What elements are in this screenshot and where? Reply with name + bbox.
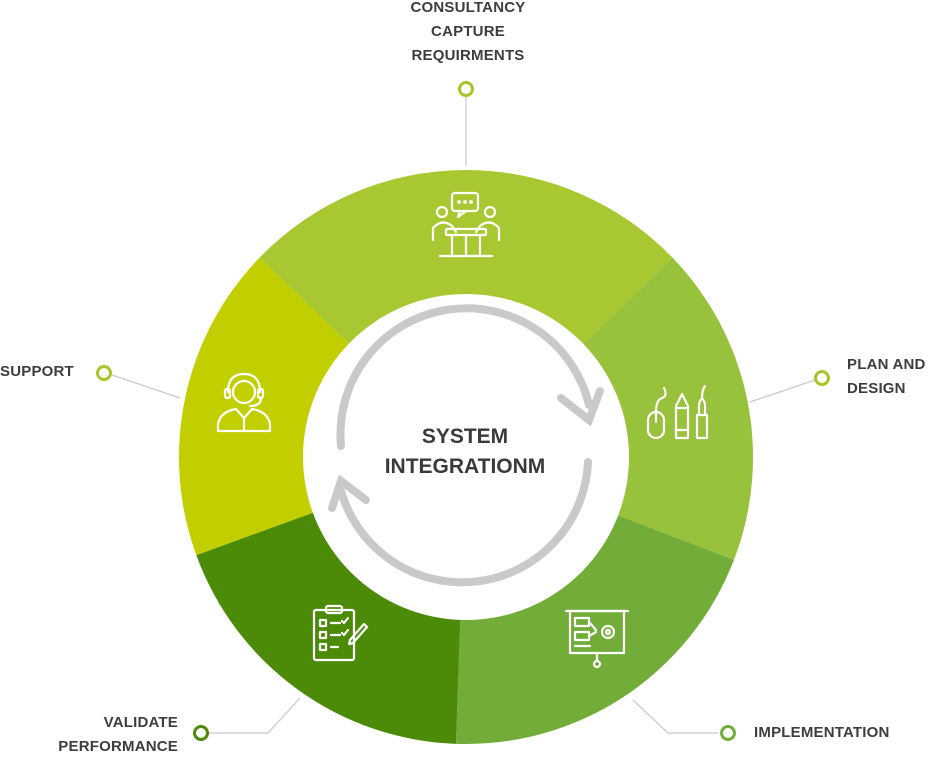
- design-tools-icon: [646, 384, 709, 440]
- stage-label-line: VALIDATE: [103, 714, 178, 731]
- stage-label-support: SUPPORT: [0, 360, 74, 384]
- stage-label-consultancy: CONSULTANCY CAPTURE REQUIRMENTS: [392, 0, 544, 68]
- stage-label-implementation: IMPLEMENTATION: [754, 721, 890, 745]
- stage-label-line: CONSULTANCY: [410, 0, 526, 16]
- center-title-line-2: INTEGRATIONM: [384, 455, 546, 478]
- leader-line-support: [111, 374, 181, 399]
- stage-label-line: CAPTURE: [431, 23, 505, 40]
- stage-label-line: REQUIRMENTS: [411, 47, 525, 64]
- meeting-icon: [431, 191, 501, 258]
- stage-label-plan-design: PLAN AND DESIGN: [847, 353, 926, 401]
- arrow-bottom-icon: [337, 458, 592, 587]
- stage-label-line: DESIGN: [847, 380, 906, 397]
- center-title: SYSTEM INTEGRATIONM: [330, 422, 600, 482]
- markers: [96, 81, 830, 741]
- stage-label-line: SUPPORT: [0, 363, 74, 380]
- leader-line-plan: [749, 379, 816, 403]
- leader-line-validate: [208, 697, 301, 734]
- center-title-line-1: SYSTEM: [421, 425, 509, 448]
- stage-label-line: PLAN AND: [847, 356, 926, 373]
- support-agent-icon: [216, 372, 272, 433]
- marker-validate: [193, 725, 209, 741]
- arrowhead-top-icon: [557, 387, 604, 427]
- marker-plan: [814, 370, 830, 386]
- arrow-top-icon: [336, 304, 593, 450]
- checklist-icon: [312, 604, 369, 662]
- arrowhead-bottom-icon: [328, 474, 370, 512]
- presentation-board-icon: [564, 609, 630, 669]
- marker-implementation: [720, 725, 736, 741]
- stage-label-validate: VALIDATE PERFORMANCE: [40, 711, 178, 758]
- marker-support: [96, 365, 112, 381]
- stage-label-line: IMPLEMENTATION: [754, 724, 890, 741]
- leader-lines: [111, 96, 816, 734]
- stage-label-line: PERFORMANCE: [58, 738, 178, 755]
- center-disc: [303, 294, 629, 620]
- marker-consultancy: [458, 81, 474, 97]
- cycle-arrows: [328, 304, 604, 587]
- leader-line-implementation: [632, 699, 718, 734]
